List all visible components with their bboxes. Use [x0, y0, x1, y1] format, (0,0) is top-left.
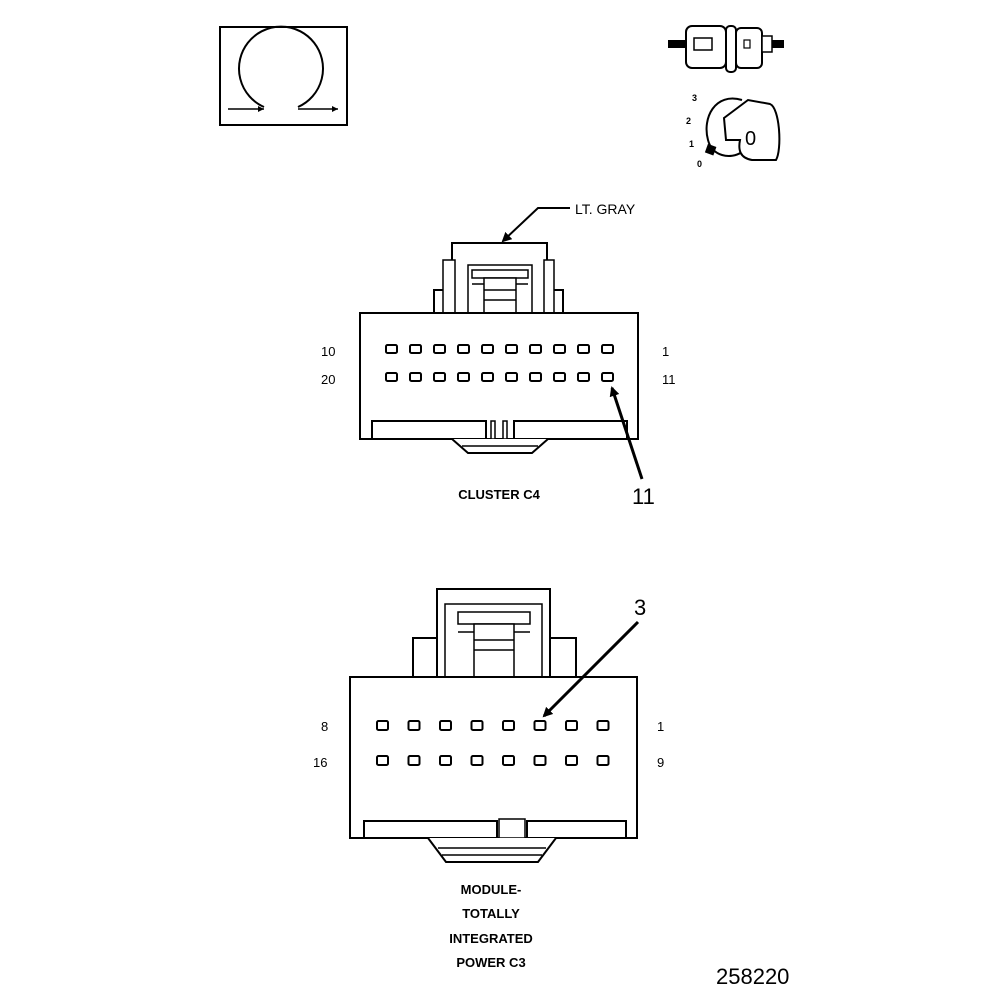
c4-cavity-9 — [409, 344, 422, 354]
tipm-c3-caption-line-3: INTEGRATED — [449, 931, 533, 946]
cluster-c4-cavities — [385, 344, 614, 382]
tipm-c3-caption-line-2: TOTALLY — [462, 906, 520, 921]
key-position-2: 2 — [686, 116, 691, 126]
c4-cavity-15 — [505, 372, 518, 382]
c3-cavity-6 — [439, 720, 452, 731]
c3-row2-right-label: 9 — [657, 755, 664, 770]
key-position-3: 3 — [692, 93, 697, 103]
c4-pin-callout: 11 — [632, 484, 655, 509]
c3-cavity-13 — [470, 755, 484, 766]
c3-row2-left-label: 16 — [313, 755, 327, 770]
c4-cavity-16 — [481, 372, 494, 382]
key-position-1: 1 — [689, 139, 694, 149]
view-symbol-icon — [219, 25, 348, 126]
c4-row1-right-label: 1 — [662, 344, 669, 359]
c4-cavity-2 — [577, 344, 590, 354]
c4-cavity-1 — [601, 344, 614, 354]
c3-cavity-3 — [533, 720, 547, 731]
c3-row1-right-label: 1 — [657, 719, 664, 734]
c3-cavity-9 — [596, 755, 610, 766]
c4-cavity-11 — [601, 372, 614, 382]
c4-cavity-13 — [553, 372, 566, 382]
c4-cavity-19 — [409, 372, 422, 382]
c3-row1-left-label: 8 — [321, 719, 328, 734]
c3-cavity-16 — [376, 755, 389, 766]
c4-cavity-18 — [433, 372, 446, 382]
lt-gray-leader — [501, 207, 570, 243]
tipm-c3-connector — [349, 588, 638, 863]
c3-pin-callout: 3 — [634, 595, 646, 620]
c4-row2-right-label: 11 — [662, 372, 676, 387]
c4-cavity-8 — [433, 344, 446, 354]
c4-row2-left-label: 20 — [321, 372, 335, 387]
c4-cavity-4 — [529, 344, 542, 354]
c4-cavity-3 — [553, 344, 566, 354]
key-position-icon: 3 2 1 0 0 — [686, 93, 781, 169]
c3-cavity-5 — [470, 720, 484, 731]
c3-cavity-2 — [565, 720, 578, 731]
c4-cavity-12 — [577, 372, 590, 382]
document-number: 258220 — [716, 964, 789, 989]
c4-cavity-5 — [505, 344, 518, 354]
c4-cavity-20 — [385, 372, 398, 382]
c3-cavity-7 — [407, 720, 421, 731]
key-position-0: 0 — [697, 159, 702, 169]
key-glyph: 0 — [745, 128, 756, 150]
c4-cavity-7 — [457, 344, 470, 354]
c3-cavity-11 — [533, 755, 547, 766]
c3-cavity-4 — [502, 720, 515, 731]
c3-pin-3-arrow — [542, 620, 640, 718]
c3-cavity-1 — [596, 720, 610, 731]
tipm-c3-cavities — [376, 720, 610, 766]
c3-cavity-8 — [376, 720, 389, 731]
c4-cavity-10 — [385, 344, 398, 354]
c3-cavity-15 — [407, 755, 421, 766]
c3-cavity-10 — [565, 755, 578, 766]
c4-cavity-17 — [457, 372, 470, 382]
c4-cavity-6 — [481, 344, 494, 354]
cluster-c4-caption: CLUSTER C4 — [458, 487, 540, 502]
c4-pin-11-arrow — [609, 386, 644, 480]
lt-gray-label: LT. GRAY — [575, 201, 636, 217]
c3-cavity-14 — [439, 755, 452, 766]
terminal-icon — [668, 25, 784, 73]
cluster-c4-connector — [359, 242, 639, 454]
tipm-c3-caption-line-4: POWER C3 — [456, 955, 525, 970]
c3-cavity-12 — [502, 755, 515, 766]
tipm-c3-caption-line-1: MODULE- — [461, 882, 522, 897]
c4-row1-left-label: 10 — [321, 344, 335, 359]
c4-cavity-14 — [529, 372, 542, 382]
